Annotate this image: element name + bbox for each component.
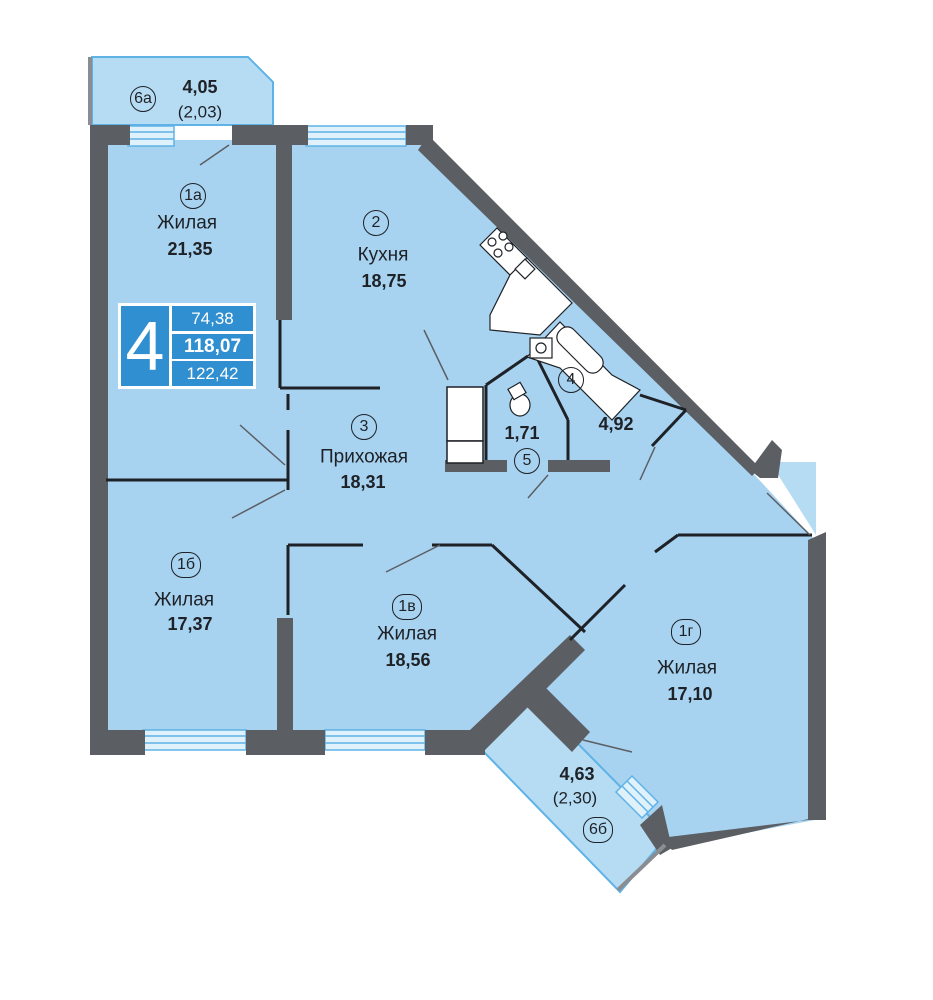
kitchen-counter bbox=[489, 257, 573, 336]
room-4-marker: 4 bbox=[558, 367, 584, 393]
room-3-name: Прихожая bbox=[319, 446, 409, 468]
room-1v-name: Жилая bbox=[376, 623, 438, 645]
room-1b-marker: 1б bbox=[171, 552, 201, 578]
room-1g-area: 17,10 bbox=[667, 684, 713, 704]
room-1b-area: 17,37 bbox=[167, 614, 213, 634]
room-4-area: 4,92 bbox=[598, 414, 634, 434]
room-2-marker: 2 bbox=[363, 210, 389, 236]
room-1a-area: 21,35 bbox=[167, 239, 213, 259]
outer-walls bbox=[90, 125, 826, 855]
balcony-rails bbox=[88, 57, 667, 892]
area-badge: 4 74,38 118,07 122,42 bbox=[118, 303, 256, 389]
room-2-name: Кухня bbox=[357, 244, 409, 266]
door-swings bbox=[199, 144, 811, 753]
closet-unit bbox=[446, 386, 484, 464]
room-1v-area: 18,56 bbox=[385, 650, 431, 670]
living-area: 74,38 bbox=[172, 306, 253, 331]
rooms-count: 4 bbox=[121, 306, 169, 386]
window-lines bbox=[128, 131, 654, 813]
room-1a-marker: 1а bbox=[180, 183, 206, 209]
room-6a-marker: 6а bbox=[130, 86, 156, 112]
corner-triangle bbox=[770, 462, 816, 535]
room-1b-name: Жилая bbox=[153, 589, 215, 611]
thick-wall-pieces bbox=[276, 140, 610, 733]
room-6b-marker: 6б bbox=[583, 817, 613, 843]
room-5-marker: 5 bbox=[514, 448, 540, 474]
room-3-area: 18,31 bbox=[340, 472, 386, 492]
room-6a-area: 4,05 bbox=[182, 77, 218, 97]
room-6b-reduced-area: (2,30) bbox=[552, 788, 598, 808]
room-5-area: 1,71 bbox=[504, 423, 540, 443]
room-3-marker: 3 bbox=[351, 414, 377, 440]
room-2-area: 18,75 bbox=[361, 271, 407, 291]
area-with-balconies: 122,42 bbox=[172, 361, 253, 386]
room-6a-reduced-area: (2,03) bbox=[177, 102, 223, 122]
total-area: 118,07 bbox=[172, 334, 253, 359]
room-1g-name: Жилая bbox=[656, 657, 718, 679]
room-6b-area: 4,63 bbox=[559, 764, 595, 784]
room-1g-marker: 1г bbox=[671, 619, 701, 645]
room-1a-name: Жилая bbox=[156, 212, 218, 234]
bathroom-fixtures bbox=[507, 321, 641, 421]
room-1v-marker: 1в bbox=[392, 594, 422, 620]
